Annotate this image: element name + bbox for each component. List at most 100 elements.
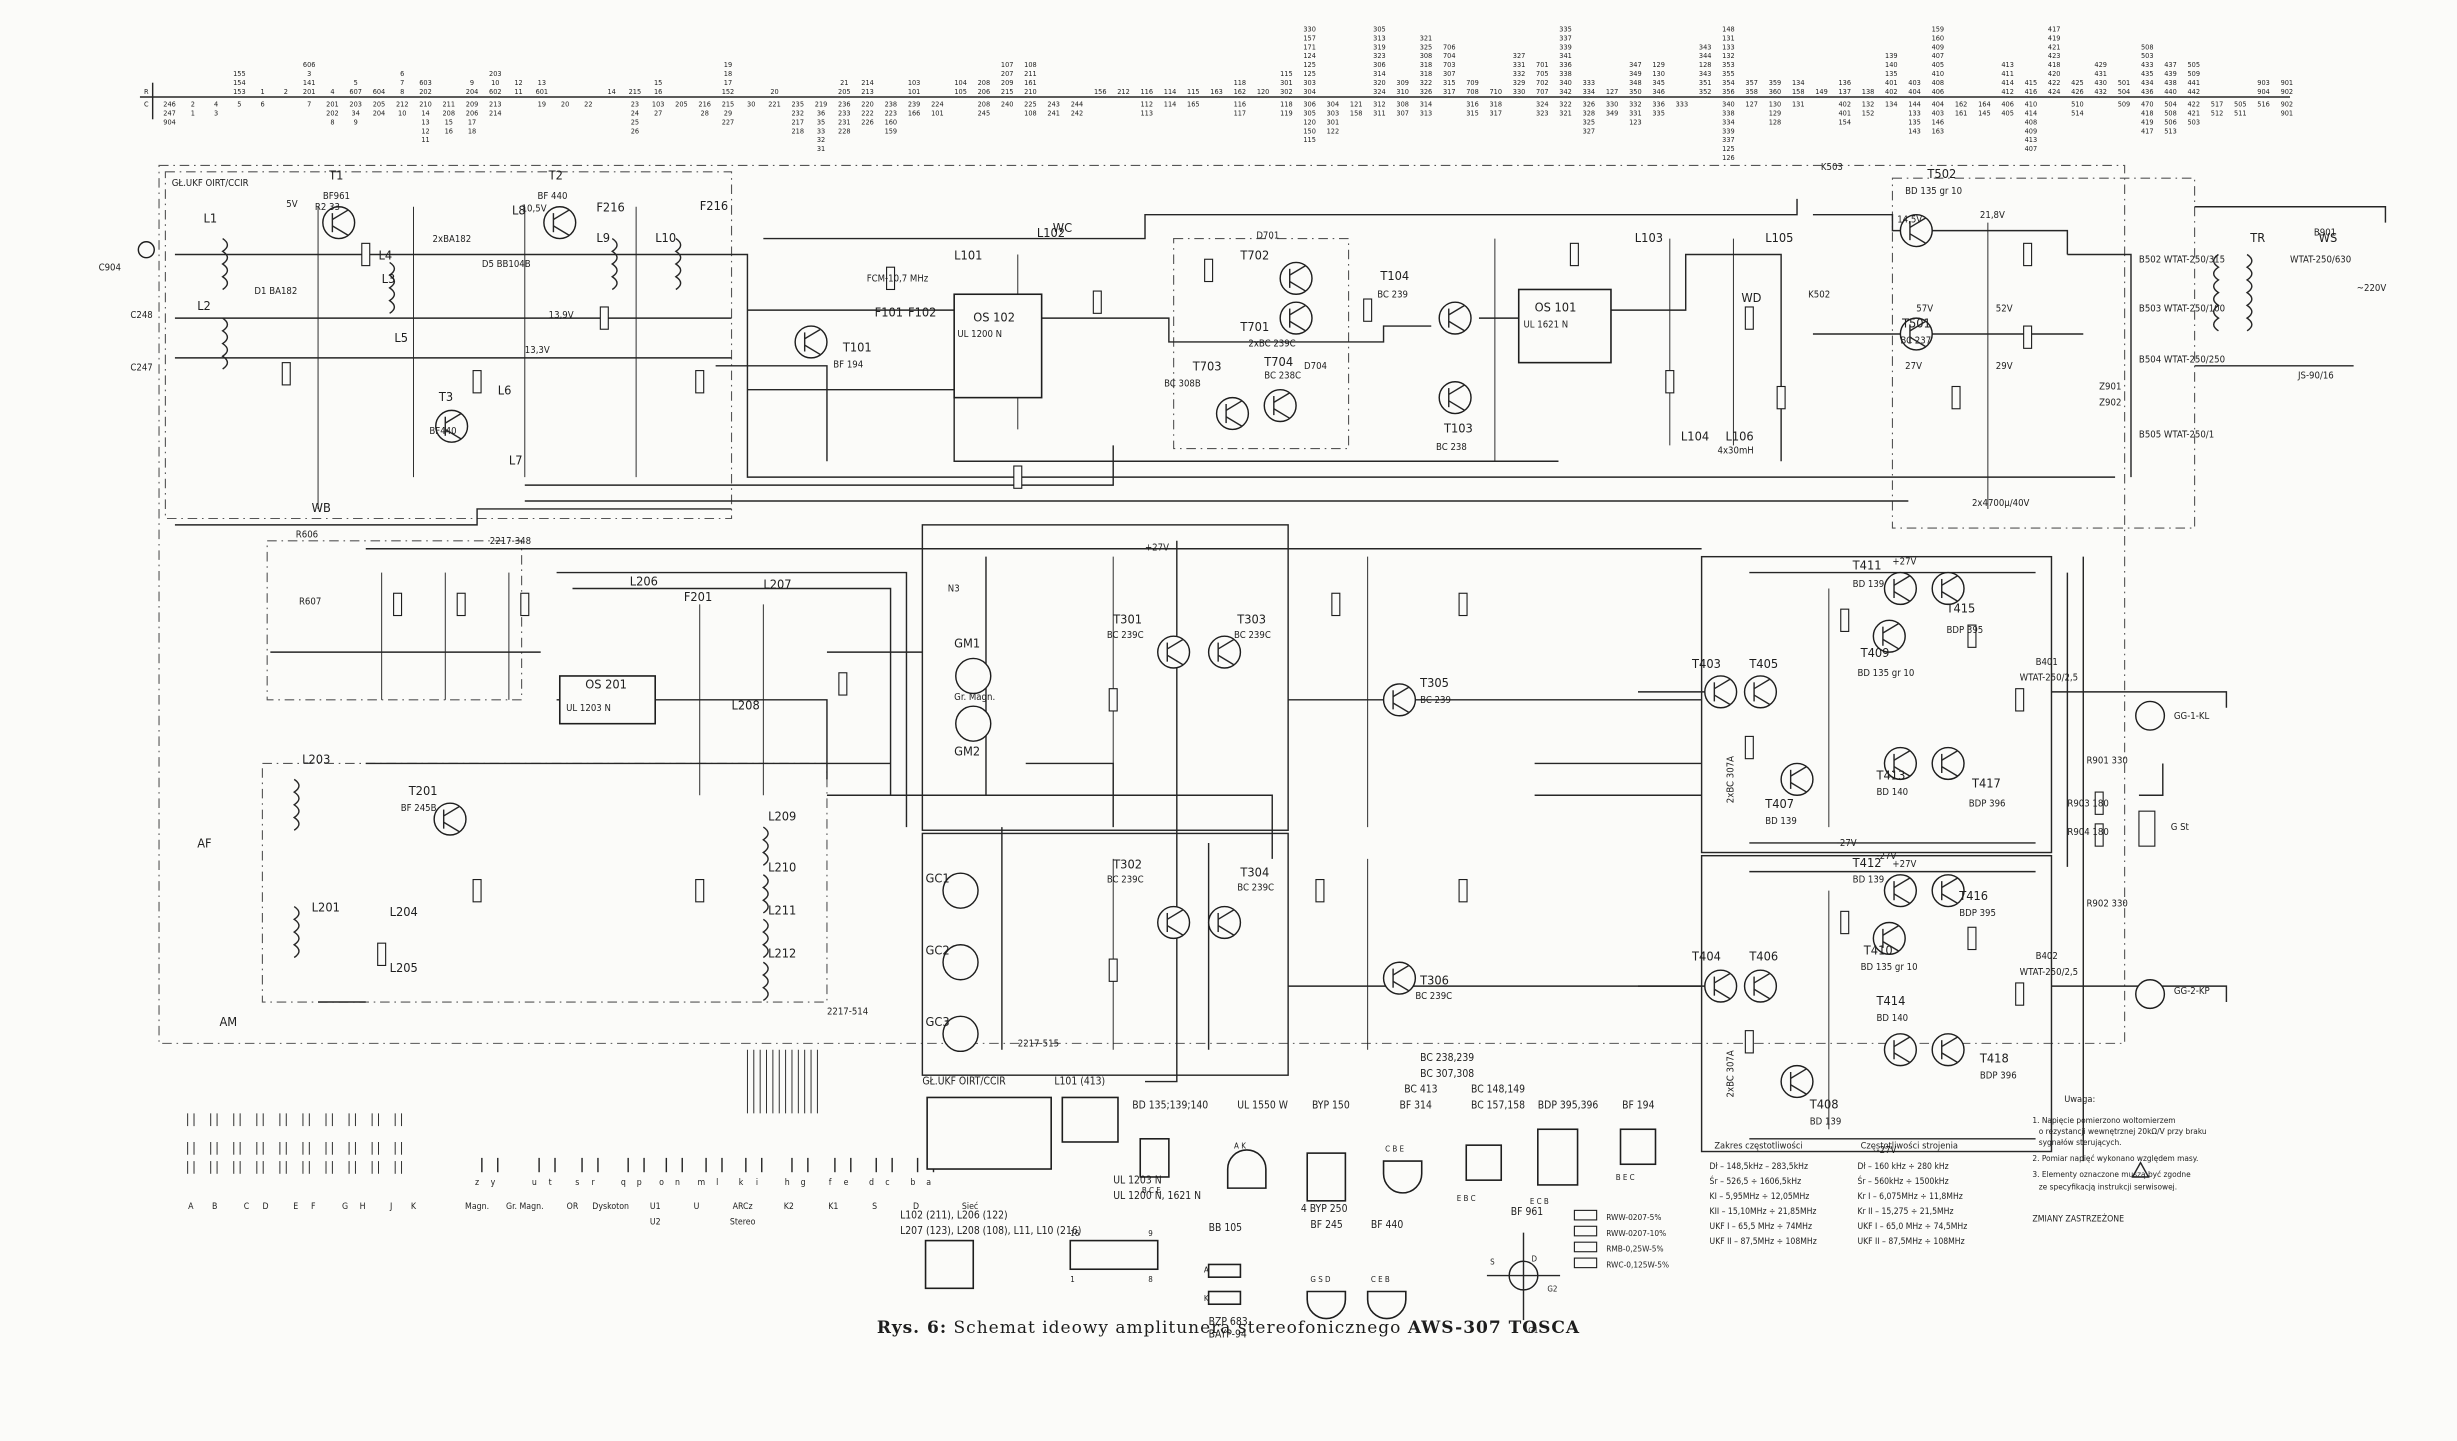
strip-ref-up: 348 xyxy=(1629,78,1642,87)
component-label: WS xyxy=(2319,230,2338,245)
strip-ref-down: 166 xyxy=(908,108,921,117)
strip-ref-up: 405 xyxy=(1932,60,1945,69)
strip-ref-up: 318 xyxy=(1420,69,1433,78)
input-socket-gc1 xyxy=(942,872,979,909)
strip-ref-down: 323 xyxy=(1536,108,1549,117)
component-label: WB xyxy=(312,500,331,515)
strip-ref-down: 225 xyxy=(1024,100,1037,109)
strip-ref-down: 29 xyxy=(724,108,732,117)
component-label: 29V xyxy=(1996,361,2013,372)
bzp683-diode xyxy=(1207,1290,1242,1306)
strip-ref-up: 902 xyxy=(2281,87,2294,96)
strip-ref-up: 504 xyxy=(2118,87,2131,96)
strip-ref-down: 1 xyxy=(191,108,195,117)
strip-ref-down: 511 xyxy=(2234,108,2247,117)
resistor-symbol xyxy=(2023,242,2033,267)
strip-ref-down: 901 xyxy=(2281,108,2294,117)
switch-label: K1 xyxy=(828,1202,838,1212)
strip-ref-down: 240 xyxy=(1001,100,1014,109)
resistor-symbol xyxy=(1967,624,1977,648)
component-label: BC 239C xyxy=(1107,630,1144,641)
strip-ref-down: 210 xyxy=(419,100,432,109)
strip-ref-down: 119 xyxy=(1280,108,1293,117)
component-label: K503 xyxy=(1821,162,1843,173)
component-label: BC 239 xyxy=(1420,695,1451,706)
strip-ref-up: 141 xyxy=(303,78,316,87)
strip-ref-up: 12 xyxy=(514,78,522,87)
strip-ref-up: 13 xyxy=(538,78,546,87)
strip-ref-down: 10 xyxy=(398,108,406,117)
strip-ref-down: 305 xyxy=(1303,108,1316,117)
component-label: T103 xyxy=(1443,421,1473,436)
component-label: R2 33 xyxy=(315,202,340,213)
component-label: BF 440 xyxy=(538,191,568,202)
pin-label: B E C xyxy=(1616,1173,1635,1182)
switch-label: D xyxy=(913,1202,919,1212)
component-label: WC xyxy=(1053,220,1072,235)
freq-range-cell: UKF I – 65,5 MHz ÷ 74MHz xyxy=(1710,1222,1812,1232)
note-line: 2. Pomiar napięć wykonano względem masy. xyxy=(2032,1153,2198,1163)
strip-ref-down: 112 xyxy=(1141,100,1154,109)
component-label: B402 xyxy=(2036,951,2058,962)
switch-label: H xyxy=(360,1202,366,1212)
resistor-symbol xyxy=(1458,592,1468,617)
ic-os102 xyxy=(953,293,1043,399)
strip-ref-down: 152 xyxy=(1862,108,1875,117)
freq-range-cell: KII – 15,10MHz ÷ 21,85MHz xyxy=(1710,1207,1817,1217)
component-label: BC 239 xyxy=(1377,289,1408,300)
transistor-symbol xyxy=(433,802,467,836)
component-label: T414 xyxy=(1876,993,1906,1008)
strip-ref-up: 4 xyxy=(330,87,334,96)
component-label: L101 xyxy=(954,247,982,262)
strip-ref-up: 418 xyxy=(2048,60,2061,69)
strip-ref-down: 165 xyxy=(1187,100,1200,109)
component-label: -27V xyxy=(1837,838,1857,849)
strip-ref-up: 310 xyxy=(1396,87,1409,96)
component-label: R606 xyxy=(296,530,318,541)
strip-ref-up: 326 xyxy=(1420,87,1433,96)
strip-ref-up: 120 xyxy=(1257,87,1270,96)
component-label: L208 xyxy=(732,697,760,712)
strip-ref-up: 439 xyxy=(2164,69,2177,78)
strip-ref-down: 328 xyxy=(1583,108,1596,117)
strip-ref-down: 322 xyxy=(1559,100,1572,109)
component-label: UL 1200 N xyxy=(957,329,1002,340)
component-label: T502 xyxy=(1926,166,1956,181)
switch-label: G xyxy=(342,1202,348,1212)
switch-contact-label: i xyxy=(756,1178,758,1188)
transistor-symbol xyxy=(794,325,828,359)
resistor-symbol xyxy=(1458,878,1468,903)
component-label: AF xyxy=(197,836,211,851)
strip-ref-up: 156 xyxy=(1094,87,1107,96)
resistor-symbol xyxy=(2023,325,2033,349)
component-label: 2xBC 239C xyxy=(1248,339,1295,350)
strip-ref-down: 13 xyxy=(421,117,429,126)
strip-ref-down: 419 xyxy=(2141,117,2154,126)
strip-ref-down: 103 xyxy=(652,100,665,109)
strip-ref-up: 320 xyxy=(1373,78,1386,87)
strip-ref-up: 11 xyxy=(514,87,522,96)
strip-ref-up: 114 xyxy=(1164,87,1177,96)
strip-ref-up: 604 xyxy=(373,87,386,96)
strip-ref-down: 418 xyxy=(2141,108,2154,117)
power-amp-left-frame xyxy=(1700,555,2053,854)
strip-ref-down: 227 xyxy=(722,117,735,126)
notes-footer: ZMIANY ZASTRZEŻONE xyxy=(2032,1214,2124,1225)
switch-label: Magn. xyxy=(465,1202,489,1212)
strip-ref-up: 357 xyxy=(1745,78,1758,87)
strip-ref-up: 505 xyxy=(2188,60,2201,69)
component-label: D704 xyxy=(1304,361,1327,372)
strip-ref-down: 211 xyxy=(443,100,456,109)
strip-ref-up: 426 xyxy=(2071,87,2084,96)
strip-ref-up: 205 xyxy=(838,87,851,96)
switch-contact-label: b xyxy=(910,1178,915,1188)
strip-ref-down: 144 xyxy=(1908,100,1921,109)
pinout-label: BDP 395,396 xyxy=(1538,1100,1599,1112)
switch-label: S xyxy=(872,1202,877,1212)
strip-ref-up: 10 xyxy=(491,78,499,87)
pin-label: S xyxy=(1490,1257,1495,1266)
strip-ref-down: 332 xyxy=(1629,100,1642,109)
strip-ref-down: 208 xyxy=(978,100,991,109)
strip-ref-down: 121 xyxy=(1350,100,1363,109)
